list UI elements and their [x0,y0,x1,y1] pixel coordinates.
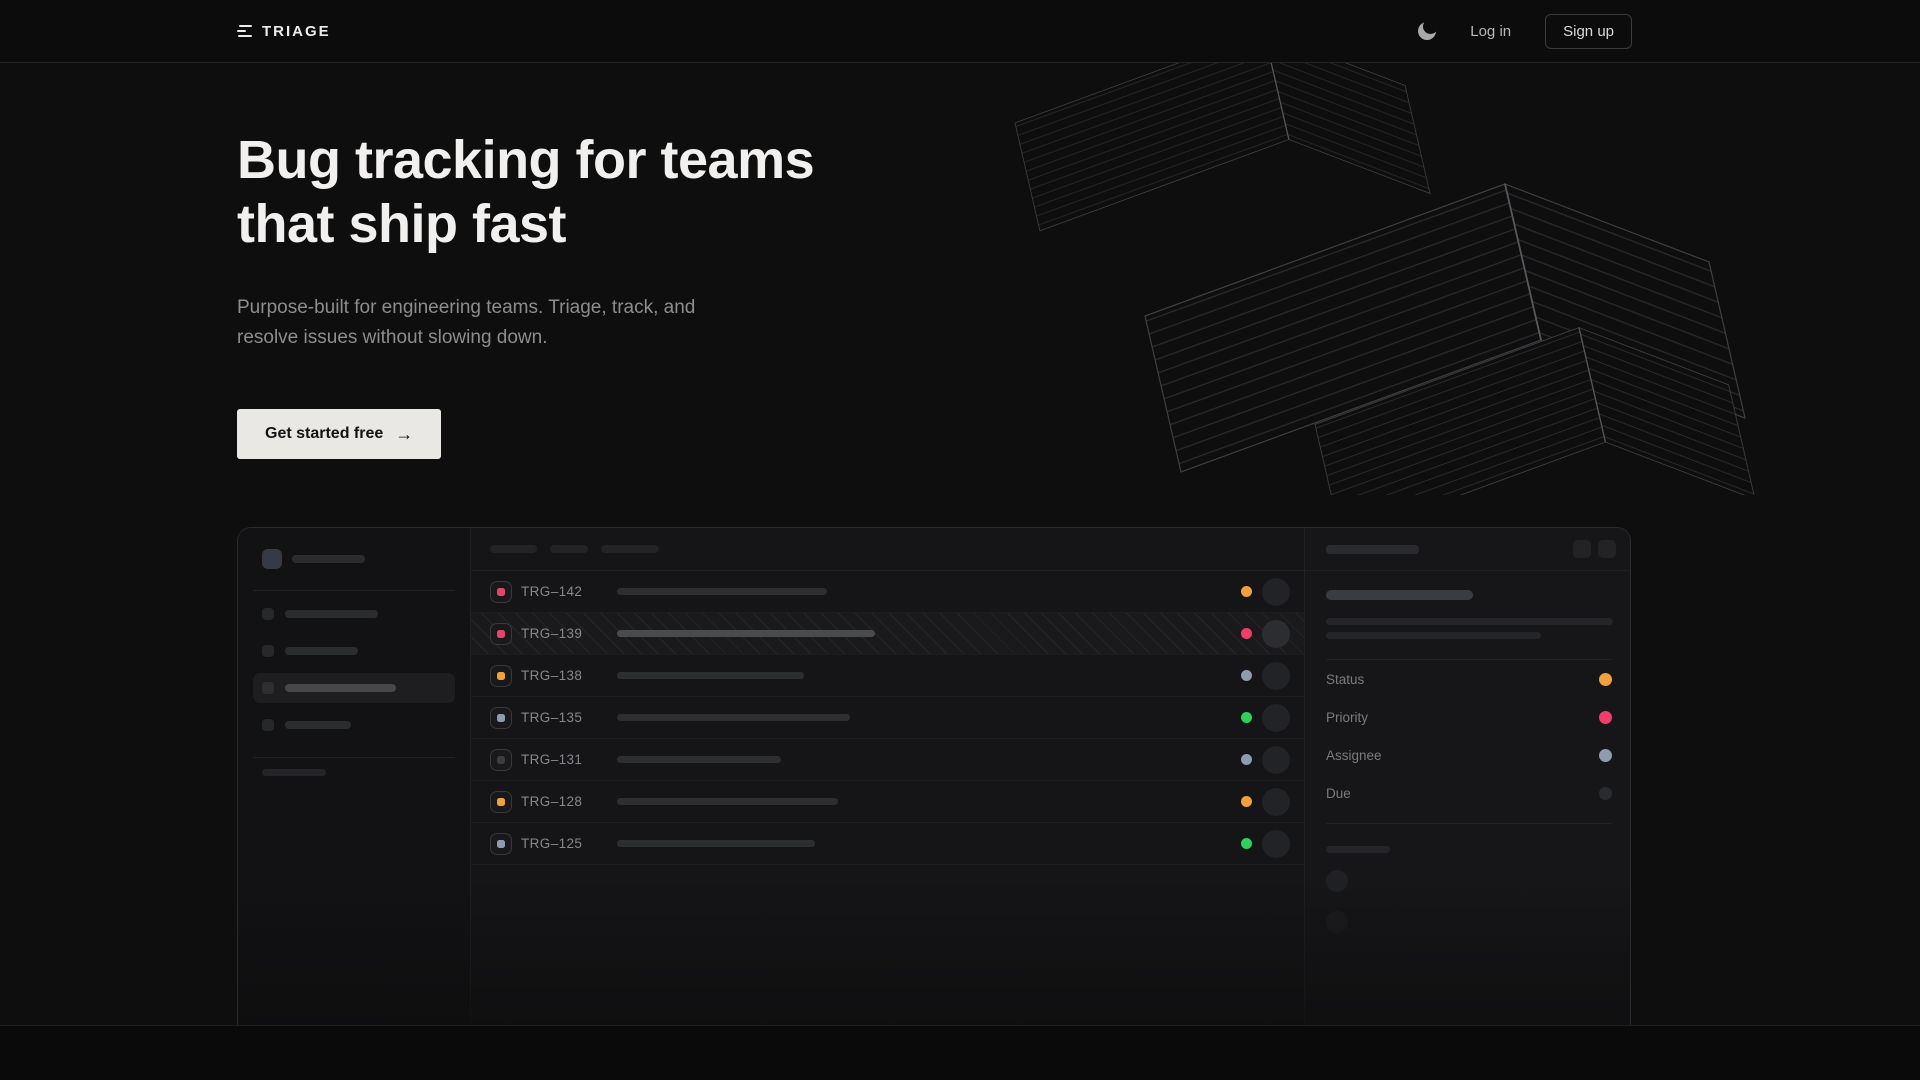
get-started-label: Get started free [265,425,384,442]
detail-action-button [1573,540,1591,558]
assignee-avatar [1262,703,1290,732]
issue-row: TRG–138 [471,655,1304,697]
priority-icon [490,748,512,771]
login-link[interactable]: Log in [1470,22,1512,40]
priority-icon [490,664,512,687]
signup-button[interactable]: Sign up [1545,13,1632,49]
detail-action-button [1598,540,1616,558]
issue-title-placeholder [617,714,850,721]
issue-row-selected: TRG–139 [471,613,1304,655]
priority-icon [490,580,512,603]
priority-icon [490,622,512,645]
hero-subtitle: Purpose-built for engineering teams. Tri… [237,297,696,348]
wireframe-graphic [1014,55,1756,495]
issue-id: TRG–125 [521,836,583,851]
status-dot [1241,670,1252,681]
status-dot [1241,796,1252,807]
mockup-section-label [262,769,326,776]
hero-title-line1: Bug tracking for teams [237,130,815,190]
issue-row: TRG–135 [471,697,1304,739]
issue-row: TRG–131 [471,739,1304,781]
app-mockup: TRG–142 TRG–139 TRG–138 [237,527,1631,1025]
assignee-value-dot [1599,748,1612,762]
detail-field-priority: Priority [1326,698,1612,736]
workspace-icon [262,549,282,569]
issue-title-placeholder [617,672,804,679]
priority-icon [490,706,512,729]
brand-name: TRIAGE [262,22,331,40]
hero-title: Bug tracking for teams that ship fast [237,128,815,256]
issue-row: TRG–142 [471,571,1304,613]
detail-section-label [1326,846,1390,853]
mockup-list-header [471,528,1304,571]
hero-section: Bug tracking for teams that ship fast Pu… [237,0,815,459]
arrow-right-icon: → [395,423,414,444]
status-dot [1241,712,1252,723]
detail-field-assignee: Assignee [1326,736,1612,774]
comment-avatar [1326,870,1348,892]
issue-id: TRG–131 [521,752,583,767]
detail-title-placeholder [1326,590,1473,600]
issue-row: TRG–128 [471,781,1304,823]
brand-logo[interactable]: TRIAGE [237,23,331,40]
mockup-nav-item [253,710,455,740]
mockup-issue-list: TRG–142 TRG–139 TRG–138 [471,528,1304,1025]
assignee-avatar [1262,661,1290,690]
status-value-dot [1599,672,1612,686]
mockup-workspace-switcher [262,549,455,569]
due-value-dot [1599,786,1612,800]
priority-icon [490,832,512,855]
mockup-nav-item [253,599,455,629]
footer-band [0,1025,1920,1080]
assignee-avatar [1262,619,1290,648]
comment-avatar [1326,911,1348,933]
triage-logo-icon [237,24,252,38]
issue-id: TRG–142 [521,584,583,599]
issue-title-placeholder [617,756,781,763]
detail-description-placeholder [1326,618,1613,625]
mockup-nav-item-active [253,673,455,703]
mockup-nav-item [253,636,455,666]
assignee-avatar [1262,787,1290,816]
issue-id: TRG–139 [521,626,583,641]
issue-title-placeholder [617,588,827,595]
issue-title-placeholder [617,798,838,805]
issue-id: TRG–138 [521,668,583,683]
hero-title-line2: that ship fast [237,194,567,254]
detail-field-status: Status [1326,660,1612,698]
get-started-button[interactable]: Get started free → [237,409,442,459]
status-dot [1241,838,1252,849]
priority-value-dot [1599,710,1612,724]
detail-field-due: Due [1326,774,1612,812]
detail-description-placeholder [1326,632,1541,639]
issue-id: TRG–135 [521,710,583,725]
priority-icon [490,790,512,813]
mockup-detail-panel: Status Priority Assignee Due [1304,528,1630,1025]
status-dot [1241,586,1252,597]
theme-toggle-moon-icon[interactable] [1418,19,1439,40]
issue-title-placeholder [617,630,875,637]
status-dot [1241,754,1252,765]
status-dot [1241,628,1252,639]
navbar: TRIAGE Log in Sign up [0,0,1920,63]
issue-id: TRG–128 [521,794,583,809]
mockup-sidebar [238,528,471,1025]
assignee-avatar [1262,829,1290,858]
navbar-actions: Log in Sign up [1418,13,1632,49]
assignee-avatar [1262,577,1290,606]
mockup-detail-header [1305,528,1630,571]
issue-row: TRG–125 [471,823,1304,865]
issue-title-placeholder [617,840,815,847]
assignee-avatar [1262,745,1290,774]
